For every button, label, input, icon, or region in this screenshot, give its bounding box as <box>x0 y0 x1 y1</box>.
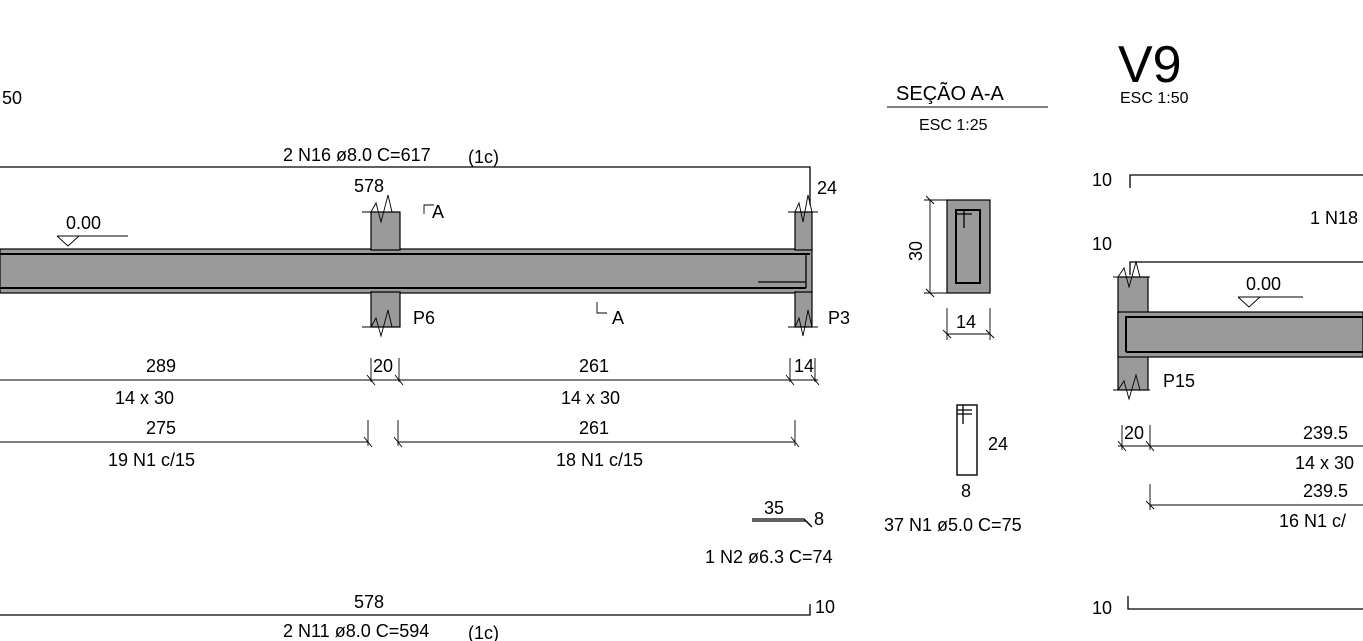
stirrup-label: 37 N1 ø5.0 C=75 <box>884 515 1022 535</box>
span-2-stirrup-length: 261 <box>579 418 609 438</box>
span-1-stirrup-length: 275 <box>146 418 176 438</box>
stirrup-width: 8 <box>961 481 971 501</box>
section-width: 14 <box>956 312 976 332</box>
bottom-bar-label: 2 N11 ø8.0 C=594 <box>283 621 429 641</box>
top-hook-length: 24 <box>817 178 837 198</box>
support-p6-width: 20 <box>373 356 393 376</box>
span-2-section: 14 x 30 <box>561 388 620 408</box>
section-aa-detail: SEÇÃO A-A ESC 1:25 30 14 24 8 37 N1 ø5.0… <box>884 81 1048 535</box>
section-cut-bottom: A <box>612 308 624 328</box>
top-bar-1 <box>1129 174 1363 188</box>
level-marker: 0.00 <box>56 213 128 247</box>
top-bar <box>0 166 811 205</box>
column-p6-top <box>370 211 401 251</box>
hook-bottom: 10 <box>1092 598 1112 618</box>
v9-span-length: 239.5 <box>1303 423 1348 443</box>
column-label-p6: P6 <box>413 308 435 328</box>
bent-bar-n2: 35 8 1 N2 ø6.3 C=74 <box>705 498 833 567</box>
v9-title: V9 <box>1118 36 1182 94</box>
level-mark: 0.00 <box>66 213 101 233</box>
section-cut-top: A <box>432 202 444 222</box>
column-p3-top <box>794 211 813 251</box>
beam-body <box>0 248 813 294</box>
bottom-bar-layer: (1c) <box>468 623 499 641</box>
right-beam-v9: V9 ESC 1:50 10 10 1 N18 0.00 P15 20 239.… <box>1092 36 1363 618</box>
top-bar-2 <box>1129 261 1363 275</box>
section-scale: ESC 1:25 <box>919 117 988 134</box>
span-2-length: 261 <box>579 356 609 376</box>
span-1-stirrups: 19 N1 c/15 <box>108 450 195 470</box>
bottom-bar-length: 578 <box>354 592 384 612</box>
stirrup-shape <box>956 404 978 476</box>
hook-top-2: 10 <box>1092 234 1112 254</box>
section-title: SEÇÃO A-A <box>896 81 1004 105</box>
top-bar-label: 2 N16 ø8.0 C=617 <box>283 145 431 165</box>
span-2-stirrups: 18 N1 c/15 <box>556 450 643 470</box>
v9-stirrup-length: 239.5 <box>1303 481 1348 501</box>
bottom-bar <box>0 604 811 616</box>
left-beam-detail: 50 2 N16 ø8.0 C=617 (1c) 578 24 0.00 <box>0 88 850 641</box>
bent-bar-label: 1 N2 ø6.3 C=74 <box>705 547 833 567</box>
top-bar-label: 1 N18 <box>1310 208 1358 228</box>
v9-section: 14 x 30 <box>1295 453 1354 473</box>
left-scale-partial: 50 <box>2 88 22 108</box>
bent-bar-hook: 8 <box>814 509 824 529</box>
column-p6-bottom <box>370 291 401 328</box>
v9-beam-body <box>1117 311 1363 358</box>
bottom-hook-length: 10 <box>815 597 835 617</box>
stirrup-height: 24 <box>988 434 1008 454</box>
section-height: 30 <box>906 241 926 261</box>
span-1-length: 289 <box>146 356 176 376</box>
hook-top-1: 10 <box>1092 170 1112 190</box>
section-stirrup <box>955 209 981 284</box>
v9-support-width: 20 <box>1124 423 1144 443</box>
column-label-p15: P15 <box>1163 371 1195 391</box>
v9-level-mark: 0.00 <box>1246 274 1281 294</box>
support-p3-width: 14 <box>794 356 814 376</box>
column-label-p3: P3 <box>828 308 850 328</box>
top-bar-length: 578 <box>354 176 384 196</box>
section-concrete <box>946 199 991 294</box>
bent-bar-length: 35 <box>764 498 784 518</box>
top-bar-layer: (1c) <box>468 147 499 167</box>
v9-bottom-bar <box>1127 596 1363 610</box>
v9-scale: ESC 1:50 <box>1120 90 1189 107</box>
span-1-section: 14 x 30 <box>115 388 174 408</box>
v9-stirrups: 16 N1 c/ <box>1279 511 1346 531</box>
